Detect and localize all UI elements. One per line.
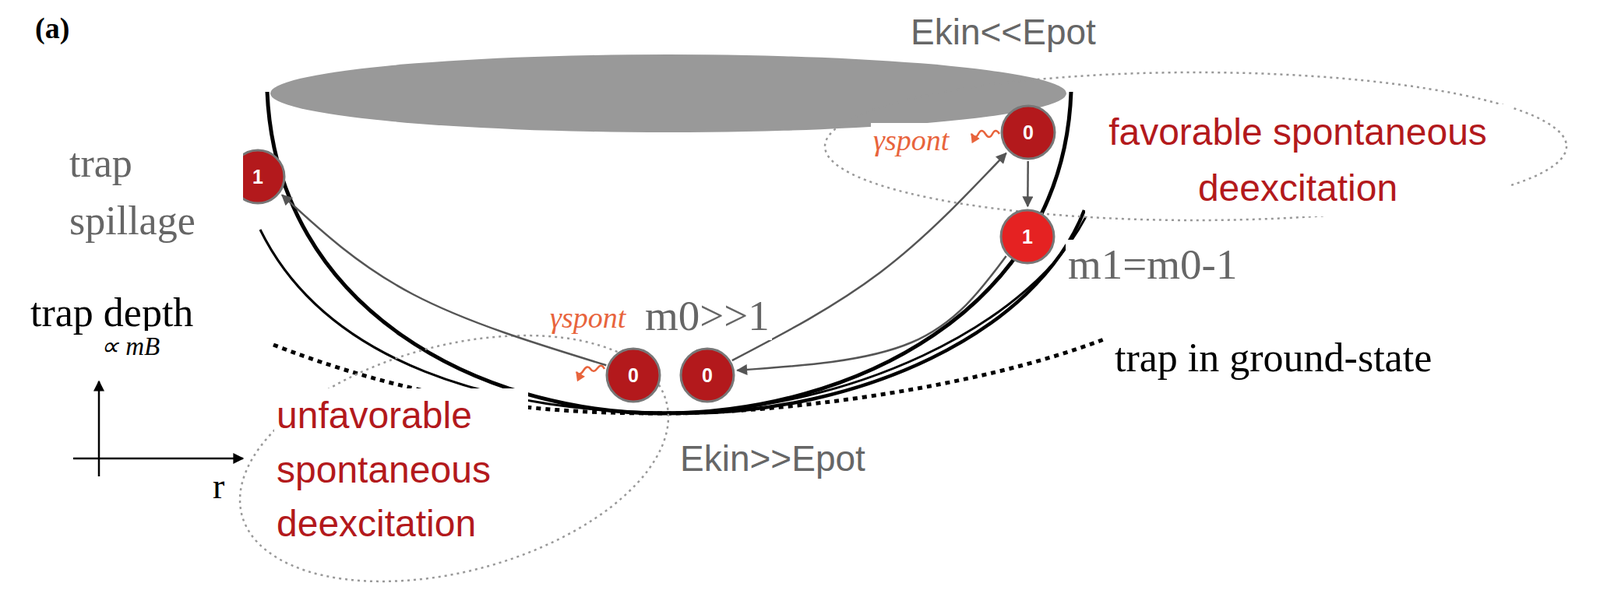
axis-arrow bbox=[98, 381, 101, 477]
particle-circle: 0 bbox=[605, 347, 662, 404]
transition-arrow bbox=[737, 256, 1007, 371]
state-number: 0 bbox=[605, 364, 662, 388]
transition-arrow bbox=[281, 195, 607, 367]
particle-circle: 1 bbox=[999, 208, 1056, 265]
transition-arrow bbox=[1026, 161, 1030, 207]
shallow-trap-outline bbox=[260, 208, 1090, 413]
panel-letter: (a) bbox=[32, 10, 72, 46]
rate-label: γspont bbox=[547, 300, 628, 335]
process-label: trap spillage bbox=[66, 134, 244, 251]
favorable-region bbox=[824, 72, 1567, 221]
state-number: 0 bbox=[679, 364, 736, 388]
rate-label: γspont bbox=[870, 123, 952, 158]
trap-outline bbox=[267, 91, 1072, 414]
region-label: unfavorable spontaneous deexcitation bbox=[274, 388, 529, 552]
unfavorable-region bbox=[212, 292, 696, 590]
energy-condition: Ekin>>Epot bbox=[677, 437, 868, 480]
particle-circle: 0 bbox=[1000, 104, 1057, 161]
region-label: favorable spontaneous deexcitation bbox=[1085, 104, 1511, 217]
photon-squiggle bbox=[971, 130, 1000, 138]
axis-label: ∝ mB bbox=[98, 331, 163, 362]
state-number: 1 bbox=[999, 225, 1056, 249]
transition-arrow bbox=[732, 153, 1007, 361]
quantum-number: m1=m0-1 bbox=[1065, 239, 1240, 289]
axis-label: trap depth bbox=[28, 289, 196, 336]
trap-label: trap in ground-state bbox=[1112, 334, 1435, 381]
axis-label: r bbox=[210, 465, 227, 508]
state-number: 0 bbox=[1000, 121, 1057, 145]
photon-squiggle bbox=[576, 366, 605, 375]
energy-condition: Ekin<<Epot bbox=[908, 10, 1099, 53]
axis-arrow bbox=[73, 458, 244, 461]
quantum-number: m0>>1 bbox=[642, 291, 772, 341]
particle-circle: 0 bbox=[679, 347, 736, 404]
trap-opening bbox=[270, 54, 1067, 133]
